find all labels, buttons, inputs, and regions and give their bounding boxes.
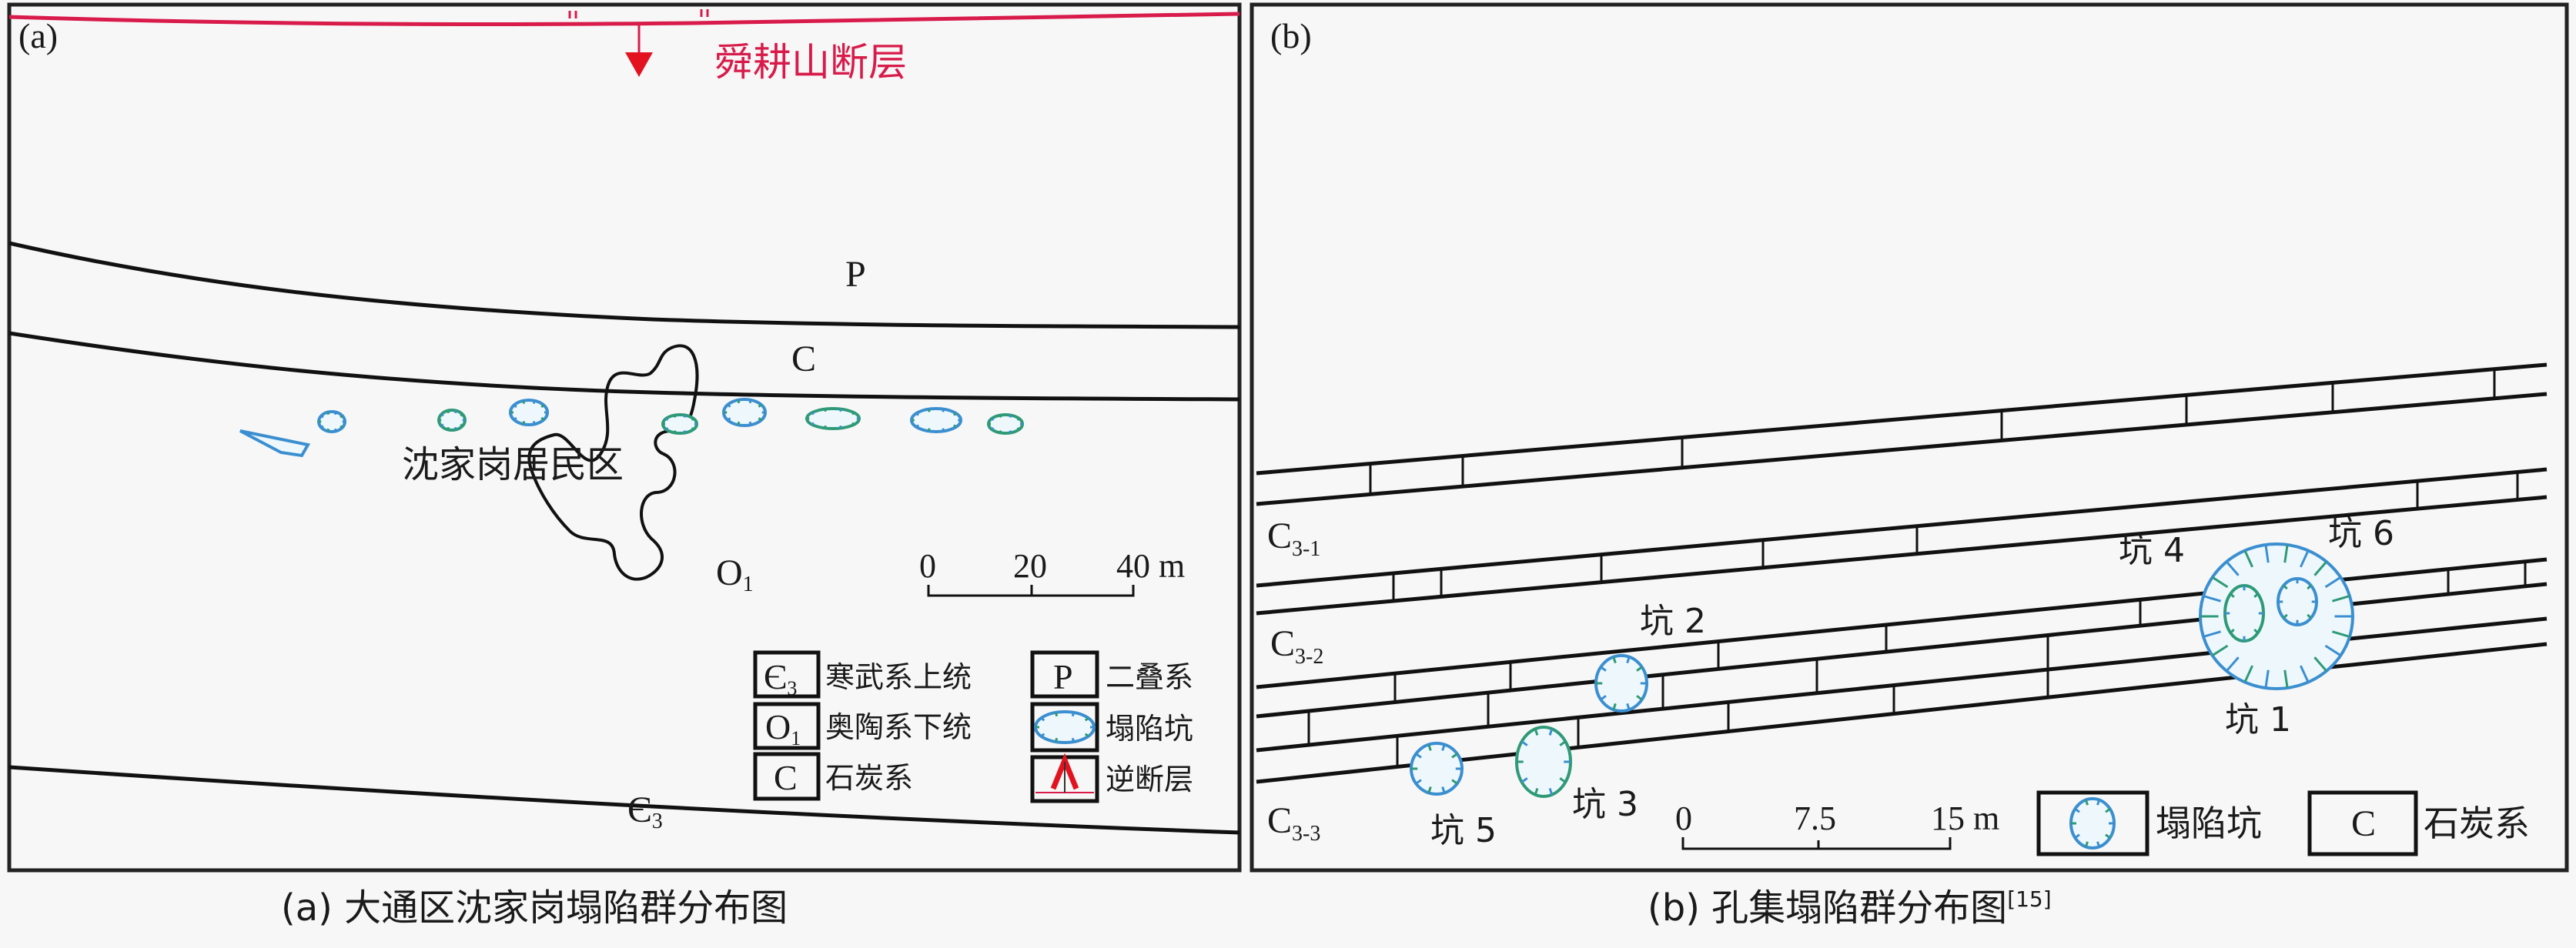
collapse-pit — [239, 429, 311, 458]
collapse-pit — [2069, 797, 2116, 850]
bed-line — [1256, 467, 2548, 588]
panel-b-frame — [1250, 2, 2569, 873]
fault-line — [8, 12, 1240, 27]
panel-a-frame — [7, 2, 1242, 873]
pit-label-2: 坑 2 — [1640, 602, 1706, 641]
legend-label: 塌陷坑 — [2156, 803, 2262, 844]
reverse-fault-icon — [1035, 753, 1094, 793]
legend-label: 逆断层 — [1106, 763, 1193, 796]
collapse-pit — [2223, 584, 2265, 643]
legend-symbol: P — [1053, 657, 1073, 696]
legend-label: 石炭系 — [825, 761, 913, 795]
fault-label: 舜耕山断层 — [714, 40, 907, 85]
bed-line — [1256, 362, 2548, 476]
stratum-label-p: P — [845, 254, 866, 295]
collapse-pit — [1594, 654, 1648, 713]
bed-line — [1256, 392, 2548, 506]
scale-tick-label: 15 m — [1931, 799, 1999, 837]
legend-swatch-pit — [1030, 702, 1099, 753]
collapse-pit — [437, 409, 467, 432]
stratum-label: C3-2 — [1270, 623, 1323, 669]
scale-tick-label: 7.5 — [1794, 799, 1836, 837]
collapse-pit — [910, 407, 962, 433]
legend-swatch-o1 — [753, 702, 821, 750]
legend-symbol: C — [774, 758, 798, 797]
legend-swatch-e3 — [753, 650, 821, 699]
legend-a: Є3 寒武系上统 O1 奥陶系下统 C 石炭系 P 二叠系 塌陷坑 逆断层 — [753, 650, 1193, 803]
collapse-pit — [987, 413, 1024, 435]
caption-a: (a) 大通区沈家岗塌陷群分布图 — [281, 886, 788, 930]
bed-line — [1256, 495, 2548, 616]
boundary-c-o — [8, 331, 1240, 402]
collapse-pit-icon — [2069, 797, 2116, 850]
legend-symbol: Є3 — [764, 657, 797, 699]
legend-swatch-p — [1030, 650, 1099, 699]
legend-swatch-c — [753, 752, 821, 801]
collapse-pit — [2199, 542, 2354, 690]
boundary-p-c — [8, 241, 1240, 329]
pit-label-1: 坑 1 — [2225, 700, 2291, 739]
scale-bar-a: 0 20 40 m — [919, 547, 1185, 597]
stratum-label: C3-3 — [1267, 800, 1320, 846]
legend-swatch-c — [2307, 790, 2418, 856]
collapse-pit — [1410, 742, 1464, 796]
panel-b-label: (b) — [1270, 16, 1312, 55]
collapse-pit — [805, 407, 861, 430]
collapse-pits-b — [1410, 542, 2354, 798]
pit-label-5: 坑 5 — [1430, 811, 1497, 850]
panel-a: (a) 舜耕山断层 P C O1 Є3 沈家岗居民区 0 20 40 m — [7, 2, 1242, 930]
collapse-pit — [1515, 726, 1572, 798]
legend-label: 二叠系 — [1106, 660, 1193, 694]
strata-beds — [1256, 362, 2548, 784]
village-label: 沈家岗居民区 — [402, 443, 624, 486]
legend-label: 石炭系 — [2424, 803, 2530, 844]
caption-b: (b) 孔集塌陷群分布图[15] — [1648, 886, 2052, 930]
pit-label-3: 坑 3 — [1572, 785, 1638, 824]
pit-label-6: 坑 6 — [2328, 514, 2394, 553]
village-outline — [527, 344, 699, 581]
collapse-pit — [317, 410, 346, 433]
stratum-label: C3-1 — [1267, 516, 1320, 561]
scale-tick-label: 0 — [919, 547, 936, 585]
scale-tick-label: 40 m — [1116, 547, 1185, 585]
legend-label: 塌陷坑 — [1106, 712, 1193, 746]
panel-b: (b) C3-1 C3-2 C3-3 坑 1 坑 2 坑 3 坑 4 坑 5 坑… — [1250, 2, 2569, 930]
collapse-pits-a — [239, 398, 1024, 458]
collapse-pit — [2277, 577, 2318, 626]
legend-symbol: C — [2351, 803, 2376, 844]
boundary-o-e — [8, 765, 1240, 835]
scale-bar-b: 0 7.5 15 m — [1675, 799, 1999, 850]
pit-label-4: 坑 4 — [2119, 531, 2185, 570]
stratum-label-c: C — [791, 339, 816, 379]
stratum-label-e3: Є3 — [627, 789, 663, 833]
legend-label: 奥陶系下统 — [825, 710, 972, 744]
collapse-pit — [722, 398, 767, 427]
fault-tick-marks — [568, 9, 709, 18]
legend-label: 寒武系上统 — [825, 660, 972, 694]
legend-symbol: O1 — [765, 707, 801, 749]
scale-tick-label: 0 — [1675, 799, 1692, 837]
legend-swatch-pit — [2036, 790, 2149, 856]
bed-line — [1256, 582, 2548, 719]
fault-arrow-icon — [625, 23, 653, 77]
panel-a-label: (a) — [18, 16, 58, 55]
collapse-pit — [1034, 710, 1096, 744]
collapse-pit — [661, 413, 698, 435]
stratum-label-o1: O1 — [716, 552, 754, 596]
collapse-pit-icon — [1034, 710, 1096, 744]
legend-b: 塌陷坑 C 石炭系 — [2036, 790, 2530, 856]
scale-tick-label: 20 — [1013, 547, 1047, 585]
bed-line — [1256, 616, 2548, 753]
collapse-pit — [509, 399, 549, 426]
